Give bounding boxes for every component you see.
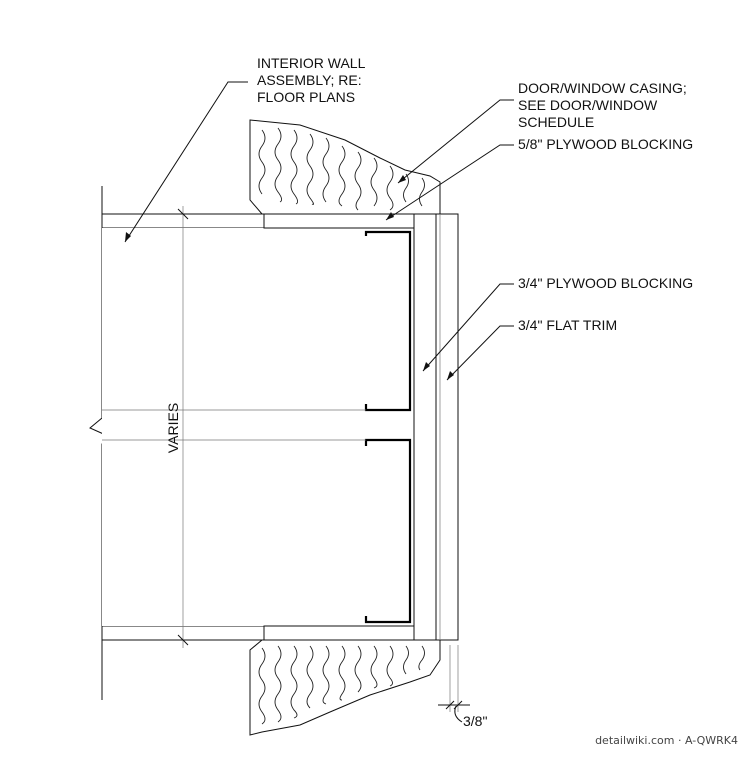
casing-bottom-section: [249, 639, 441, 736]
watermark: detailwiki.com · A-QWRK4: [595, 734, 738, 747]
svg-text:SCHEDULE: SCHEDULE: [518, 114, 594, 130]
dimension-reveal: 3/8": [438, 645, 487, 729]
dimension-varies: VARIES: [165, 206, 189, 648]
reveal-label: 3/8": [463, 713, 487, 729]
svg-text:DOOR/WINDOW CASING;: DOOR/WINDOW CASING;: [518, 80, 687, 96]
note-plywood-58: 5/8" PLYWOOD BLOCKING: [518, 136, 693, 152]
svg-text:ASSEMBLY; RE:: ASSEMBLY; RE:: [257, 72, 362, 88]
plywood-blocking-58-bottom: [263, 625, 415, 641]
note-casing: DOOR/WINDOW CASING; SEE DOOR/WINDOW SCHE…: [518, 80, 687, 130]
note-plywood-34: 3/4" PLYWOOD BLOCKING: [518, 275, 693, 291]
casing-top-section: [249, 119, 441, 215]
note-flat-trim: 3/4" FLAT TRIM: [518, 317, 617, 333]
svg-text:FLOOR PLANS: FLOOR PLANS: [257, 89, 355, 105]
leader-lines: [124, 81, 514, 381]
metal-studs: [364, 230, 412, 624]
varies-label: VARIES: [165, 403, 181, 453]
svg-text:SEE DOOR/WINDOW: SEE DOOR/WINDOW: [518, 97, 658, 113]
svg-text:INTERIOR WALL: INTERIOR WALL: [257, 55, 366, 71]
note-interior-wall: INTERIOR WALL ASSEMBLY; RE: FLOOR PLANS: [257, 55, 366, 105]
plywood-blocking-34: [413, 213, 437, 641]
flat-trim: [435, 213, 459, 641]
